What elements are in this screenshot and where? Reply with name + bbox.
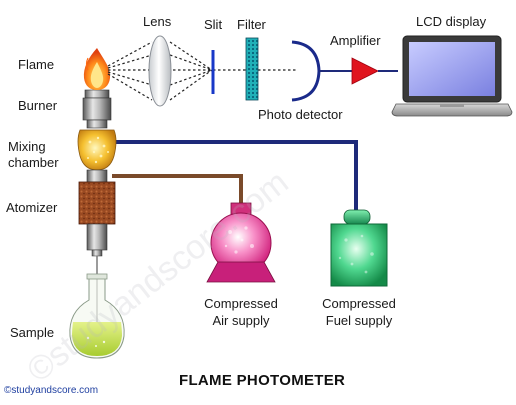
label-fuel-line1: Compressed xyxy=(322,296,396,311)
fuel-supply-pipe xyxy=(112,140,358,212)
label-atomizer: Atomizer xyxy=(6,200,58,215)
air-supply-pipe xyxy=(112,174,243,205)
flame xyxy=(83,48,111,90)
label-burner: Burner xyxy=(18,98,58,113)
filter xyxy=(245,37,259,101)
light-rays xyxy=(107,41,296,101)
lcd-display xyxy=(391,35,513,117)
credit-text: ©studyandscore.com xyxy=(4,385,99,396)
lens xyxy=(148,35,172,107)
label-photo-detector: Photo detector xyxy=(258,107,343,122)
sample-flask xyxy=(69,273,125,359)
burner xyxy=(82,97,112,121)
compressed-fuel-supply xyxy=(330,209,388,287)
label-air-line2: Air supply xyxy=(212,313,270,328)
label-mixing-line1: Mixing xyxy=(8,139,46,154)
lcd-screen xyxy=(409,42,495,96)
label-flame: Flame xyxy=(18,57,55,72)
compressed-air-supply xyxy=(206,202,276,283)
label-air-line1: Compressed xyxy=(204,296,278,311)
label-filter: Filter xyxy=(237,17,266,32)
label-fuel-line2: Fuel supply xyxy=(325,313,393,328)
amplifier xyxy=(351,57,379,85)
photo-detector xyxy=(291,40,321,102)
label-lcd-display: LCD display xyxy=(416,14,487,29)
label-amplifier: Amplifier xyxy=(330,33,381,48)
label-mixing-line2: chamber xyxy=(8,155,59,170)
label-slit: Slit xyxy=(204,17,223,32)
label-sample: Sample xyxy=(10,325,55,340)
mixing-chamber xyxy=(77,129,117,171)
diagram-title: FLAME PHOTOMETER xyxy=(179,372,346,389)
burner-assembly xyxy=(77,89,117,340)
atomizer xyxy=(78,181,116,225)
label-lens: Lens xyxy=(143,14,172,29)
sample-liquid xyxy=(72,322,122,356)
